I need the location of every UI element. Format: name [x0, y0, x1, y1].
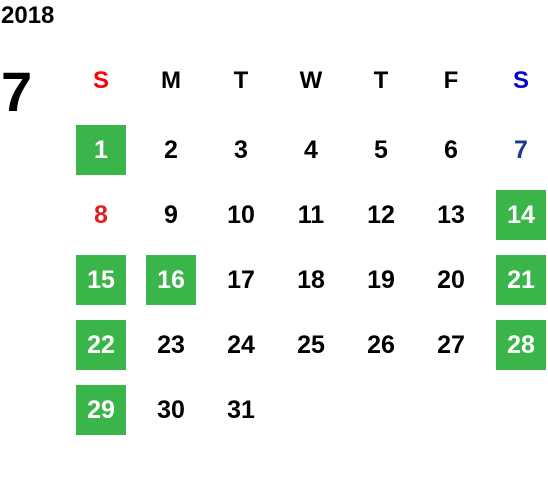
day-number: 11: [297, 200, 325, 229]
day-number-highlighted: 1: [76, 125, 126, 175]
day-number-highlighted: 21: [496, 255, 546, 305]
day-cell[interactable]: 23: [136, 314, 206, 379]
day-number: 20: [437, 265, 465, 294]
day-number: 12: [367, 200, 395, 229]
day-number: 5: [374, 135, 388, 164]
day-cell[interactable]: 17: [206, 249, 276, 314]
day-number: 9: [164, 200, 178, 229]
day-number: 10: [227, 200, 255, 229]
day-number: 25: [297, 330, 325, 359]
day-cell[interactable]: 4: [276, 119, 346, 184]
day-cell[interactable]: 10: [206, 184, 276, 249]
day-number-highlighted: 16: [146, 255, 196, 305]
day-cell[interactable]: 18: [276, 249, 346, 314]
day-number: 13: [437, 200, 465, 229]
weekday-label: T: [233, 67, 249, 94]
day-number: 18: [297, 265, 325, 294]
day-number: 3: [234, 135, 248, 164]
day-cell[interactable]: 1: [66, 119, 136, 184]
weekday-label: S: [92, 67, 109, 94]
day-cell[interactable]: 11: [276, 184, 346, 249]
day-number: 23: [157, 330, 185, 359]
day-number: 30: [157, 395, 185, 424]
day-cell[interactable]: 30: [136, 379, 206, 444]
day-number-highlighted: 14: [496, 190, 546, 240]
day-cell[interactable]: 25: [276, 314, 346, 379]
weekday-label: W: [299, 67, 323, 94]
day-number: 4: [304, 135, 318, 164]
day-number-highlighted: 15: [76, 255, 126, 305]
day-number: 17: [227, 265, 255, 294]
day-cell[interactable]: 29: [66, 379, 136, 444]
day-number-highlighted: 29: [76, 385, 126, 435]
day-number: 6: [444, 135, 458, 164]
weekday-label: T: [373, 67, 389, 94]
day-number: 8: [94, 200, 108, 229]
day-cell[interactable]: 15: [66, 249, 136, 314]
day-cell[interactable]: 12: [346, 184, 416, 249]
day-cell[interactable]: 24: [206, 314, 276, 379]
day-cell[interactable]: 14: [486, 184, 548, 249]
day-number: 31: [227, 395, 255, 424]
day-number: 26: [367, 330, 395, 359]
day-number-highlighted: 28: [496, 320, 546, 370]
weekday-label: M: [161, 67, 181, 94]
day-cell[interactable]: 22: [66, 314, 136, 379]
day-number: 24: [227, 330, 255, 359]
day-number: 19: [367, 265, 395, 294]
day-number: 7: [514, 135, 528, 164]
day-cell[interactable]: 9: [136, 184, 206, 249]
day-cell[interactable]: 26: [346, 314, 416, 379]
day-cell[interactable]: 3: [206, 119, 276, 184]
calendar-year: 2018: [1, 2, 55, 29]
day-cell[interactable]: 13: [416, 184, 486, 249]
day-number: 2: [164, 135, 178, 164]
day-cell[interactable]: 5: [346, 119, 416, 184]
day-number: 27: [437, 330, 465, 359]
calendar-month: 7: [1, 60, 33, 123]
weekday-label: S: [512, 67, 529, 94]
weekday-label: F: [443, 67, 459, 94]
day-cell[interactable]: 31: [206, 379, 276, 444]
day-cell[interactable]: 8: [66, 184, 136, 249]
day-cell[interactable]: 19: [346, 249, 416, 314]
day-cell[interactable]: 2: [136, 119, 206, 184]
day-number-highlighted: 22: [76, 320, 126, 370]
day-cell[interactable]: 16: [136, 249, 206, 314]
day-cell[interactable]: 20: [416, 249, 486, 314]
day-cell[interactable]: 27: [416, 314, 486, 379]
day-cell[interactable]: 7: [486, 119, 548, 184]
day-cell[interactable]: 28: [486, 314, 548, 379]
day-cell[interactable]: 21: [486, 249, 548, 314]
day-cell[interactable]: 6: [416, 119, 486, 184]
